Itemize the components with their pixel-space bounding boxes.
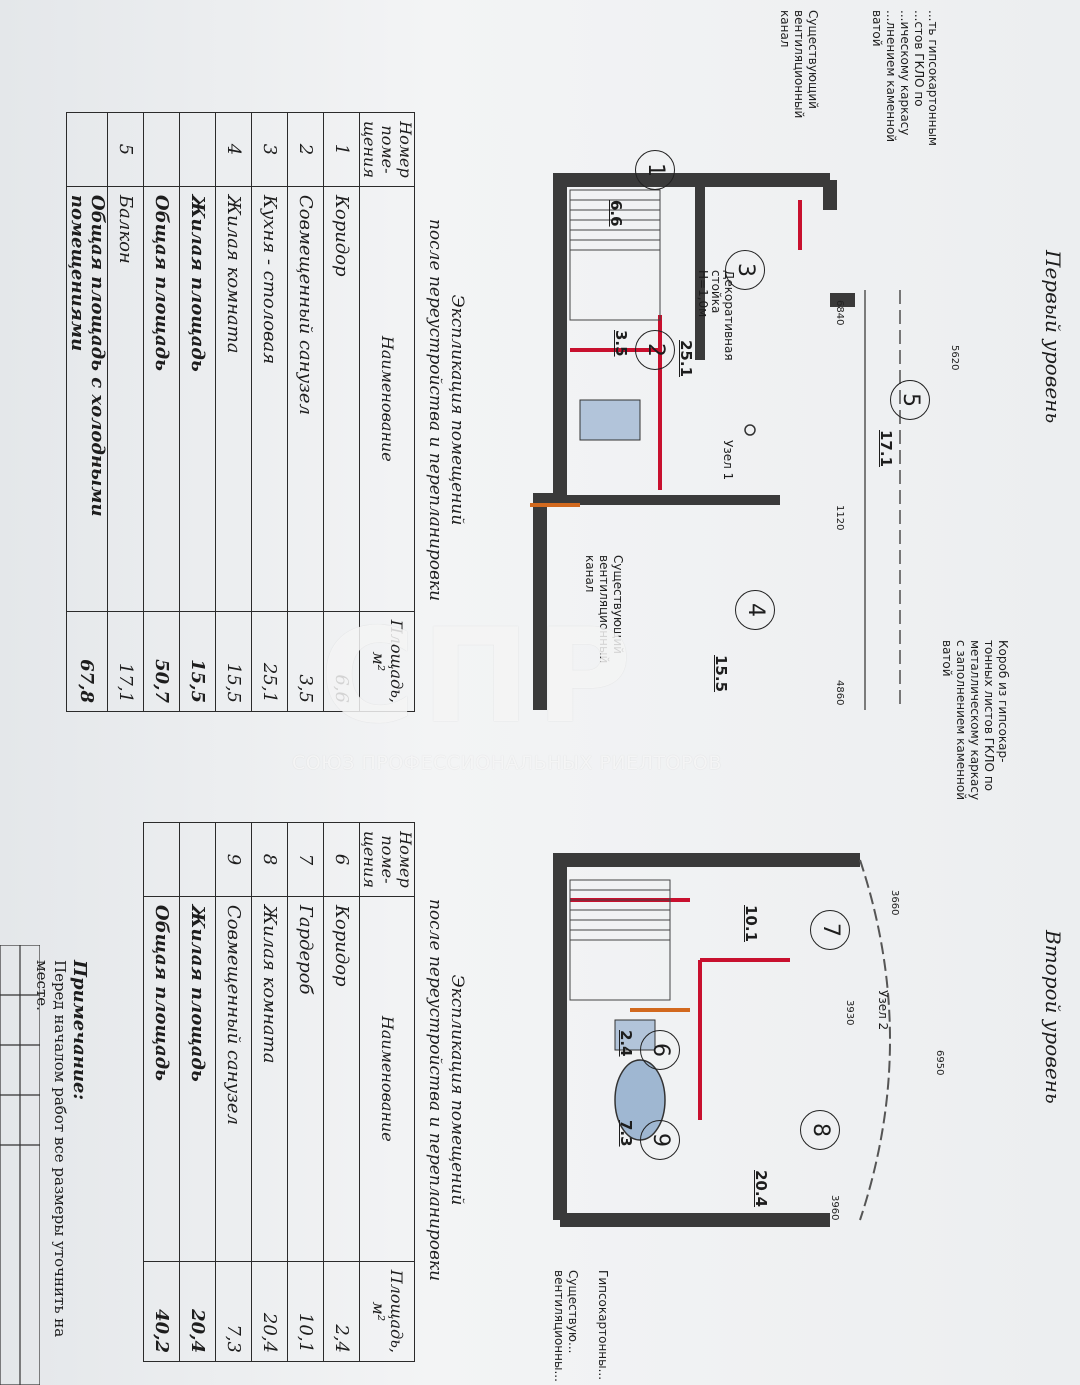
l1-header-num: Номер поме- щения [359,112,415,187]
l2-annotation-gkl: Гипсокартонны... [596,1270,610,1381]
note-block: Примечание: Перед началом работ все разм… [33,960,90,1380]
l2-room-area-6: 2.4 [617,1030,635,1057]
l1-deco-label: Декоративная стойка Н=1,0м [696,270,736,361]
note-title: Примечание: [69,960,90,1101]
l2-header-num: Номер поме- щения [359,822,415,897]
l2-room-marker-9: 9 [640,1120,680,1160]
l1-room-area-1: 6.6 [607,200,625,227]
l2-room-marker-6: 6 [640,1030,680,1070]
l2-room-marker-7: 7 [810,910,850,950]
l1-room-area-5: 17.1 [877,430,895,468]
l1-dim-balcony-length: 5620 [949,345,960,371]
l2-node-label: Узел 2 [876,990,890,1031]
l2-shower [614,1019,656,1051]
l2-room-area-8: 20.4 [752,1170,770,1208]
l2-explication-heading: Экспликация помещений после переустройст… [425,898,467,1282]
l2-stair [569,879,671,1001]
l1-annotation-box-left: ...ть гипсокартонным ...стов ГКЛО по ...… [870,10,940,146]
l2-room-area-9: 7.3 [617,1120,635,1147]
l2-annotation-vent: Существую... вентиляционны... [552,1270,580,1382]
l1-node-mark [744,424,756,436]
l1-room-area-2: 3.5 [612,330,630,357]
l2-dim-3960: 3960 [829,1195,840,1221]
watermark-logo: СПР [320,600,638,752]
level1-title: Первый уровень [1041,250,1065,424]
level1-floor-plan [530,173,901,710]
l2-dim-3930: 3930 [844,1000,855,1026]
l1-outer-wall-bottom [533,493,560,710]
l1-room-marker-5: 5 [890,380,930,420]
l2-header-area: Площадь, м² [359,1261,415,1362]
l1-annotation-vent-left: Существующий вентиляционный канал [778,10,820,119]
l2-dim-3660: 3660 [889,890,900,916]
l1-bath-fixture [579,399,641,441]
l1-room-area-4: 15.5 [712,655,730,693]
l1-room-marker-2: 2 [635,330,675,370]
level2-title: Второй уровень [1041,930,1065,1104]
l1-annotation-box-right: Короб из гипсокар- тонных листов ГКЛО по… [940,640,1010,801]
level2-floor-plan [553,853,891,1227]
l1-header-name: Наименование [359,186,415,612]
l2-curved-glazing [859,859,891,1221]
l2-header-name: Наименование [359,896,415,1262]
l1-room-marker-1: 1 [635,150,675,190]
l1-outer-wall-left [553,173,830,500]
l1-node-label: Узел 1 [721,440,735,481]
l1-dim-1120: 1120 [834,505,845,531]
watermark-caption: СОЮЗ ПРОФЕССИОНАЛЬНЫХ РИЕЛТОРОВ [292,752,722,774]
l1-stair [569,189,661,321]
l1-room-area-3: 25.1 [677,340,695,378]
l2-dim-6950: 6950 [934,1050,945,1076]
l1-dim-room3-length: 6840 [834,300,845,326]
l2-bathtub [614,1059,666,1141]
l1-room-marker-4: 4 [735,590,775,630]
title-block-grid [0,945,40,1385]
l1-dim-4860: 4860 [834,680,845,706]
l2-room-area-7: 10.1 [742,905,760,943]
l2-explication-table: Номер поме- щения Наименование Площадь, … [143,822,415,1362]
l2-room-marker-8: 8 [800,1110,840,1150]
l2-outer-wall-left [553,853,860,1220]
